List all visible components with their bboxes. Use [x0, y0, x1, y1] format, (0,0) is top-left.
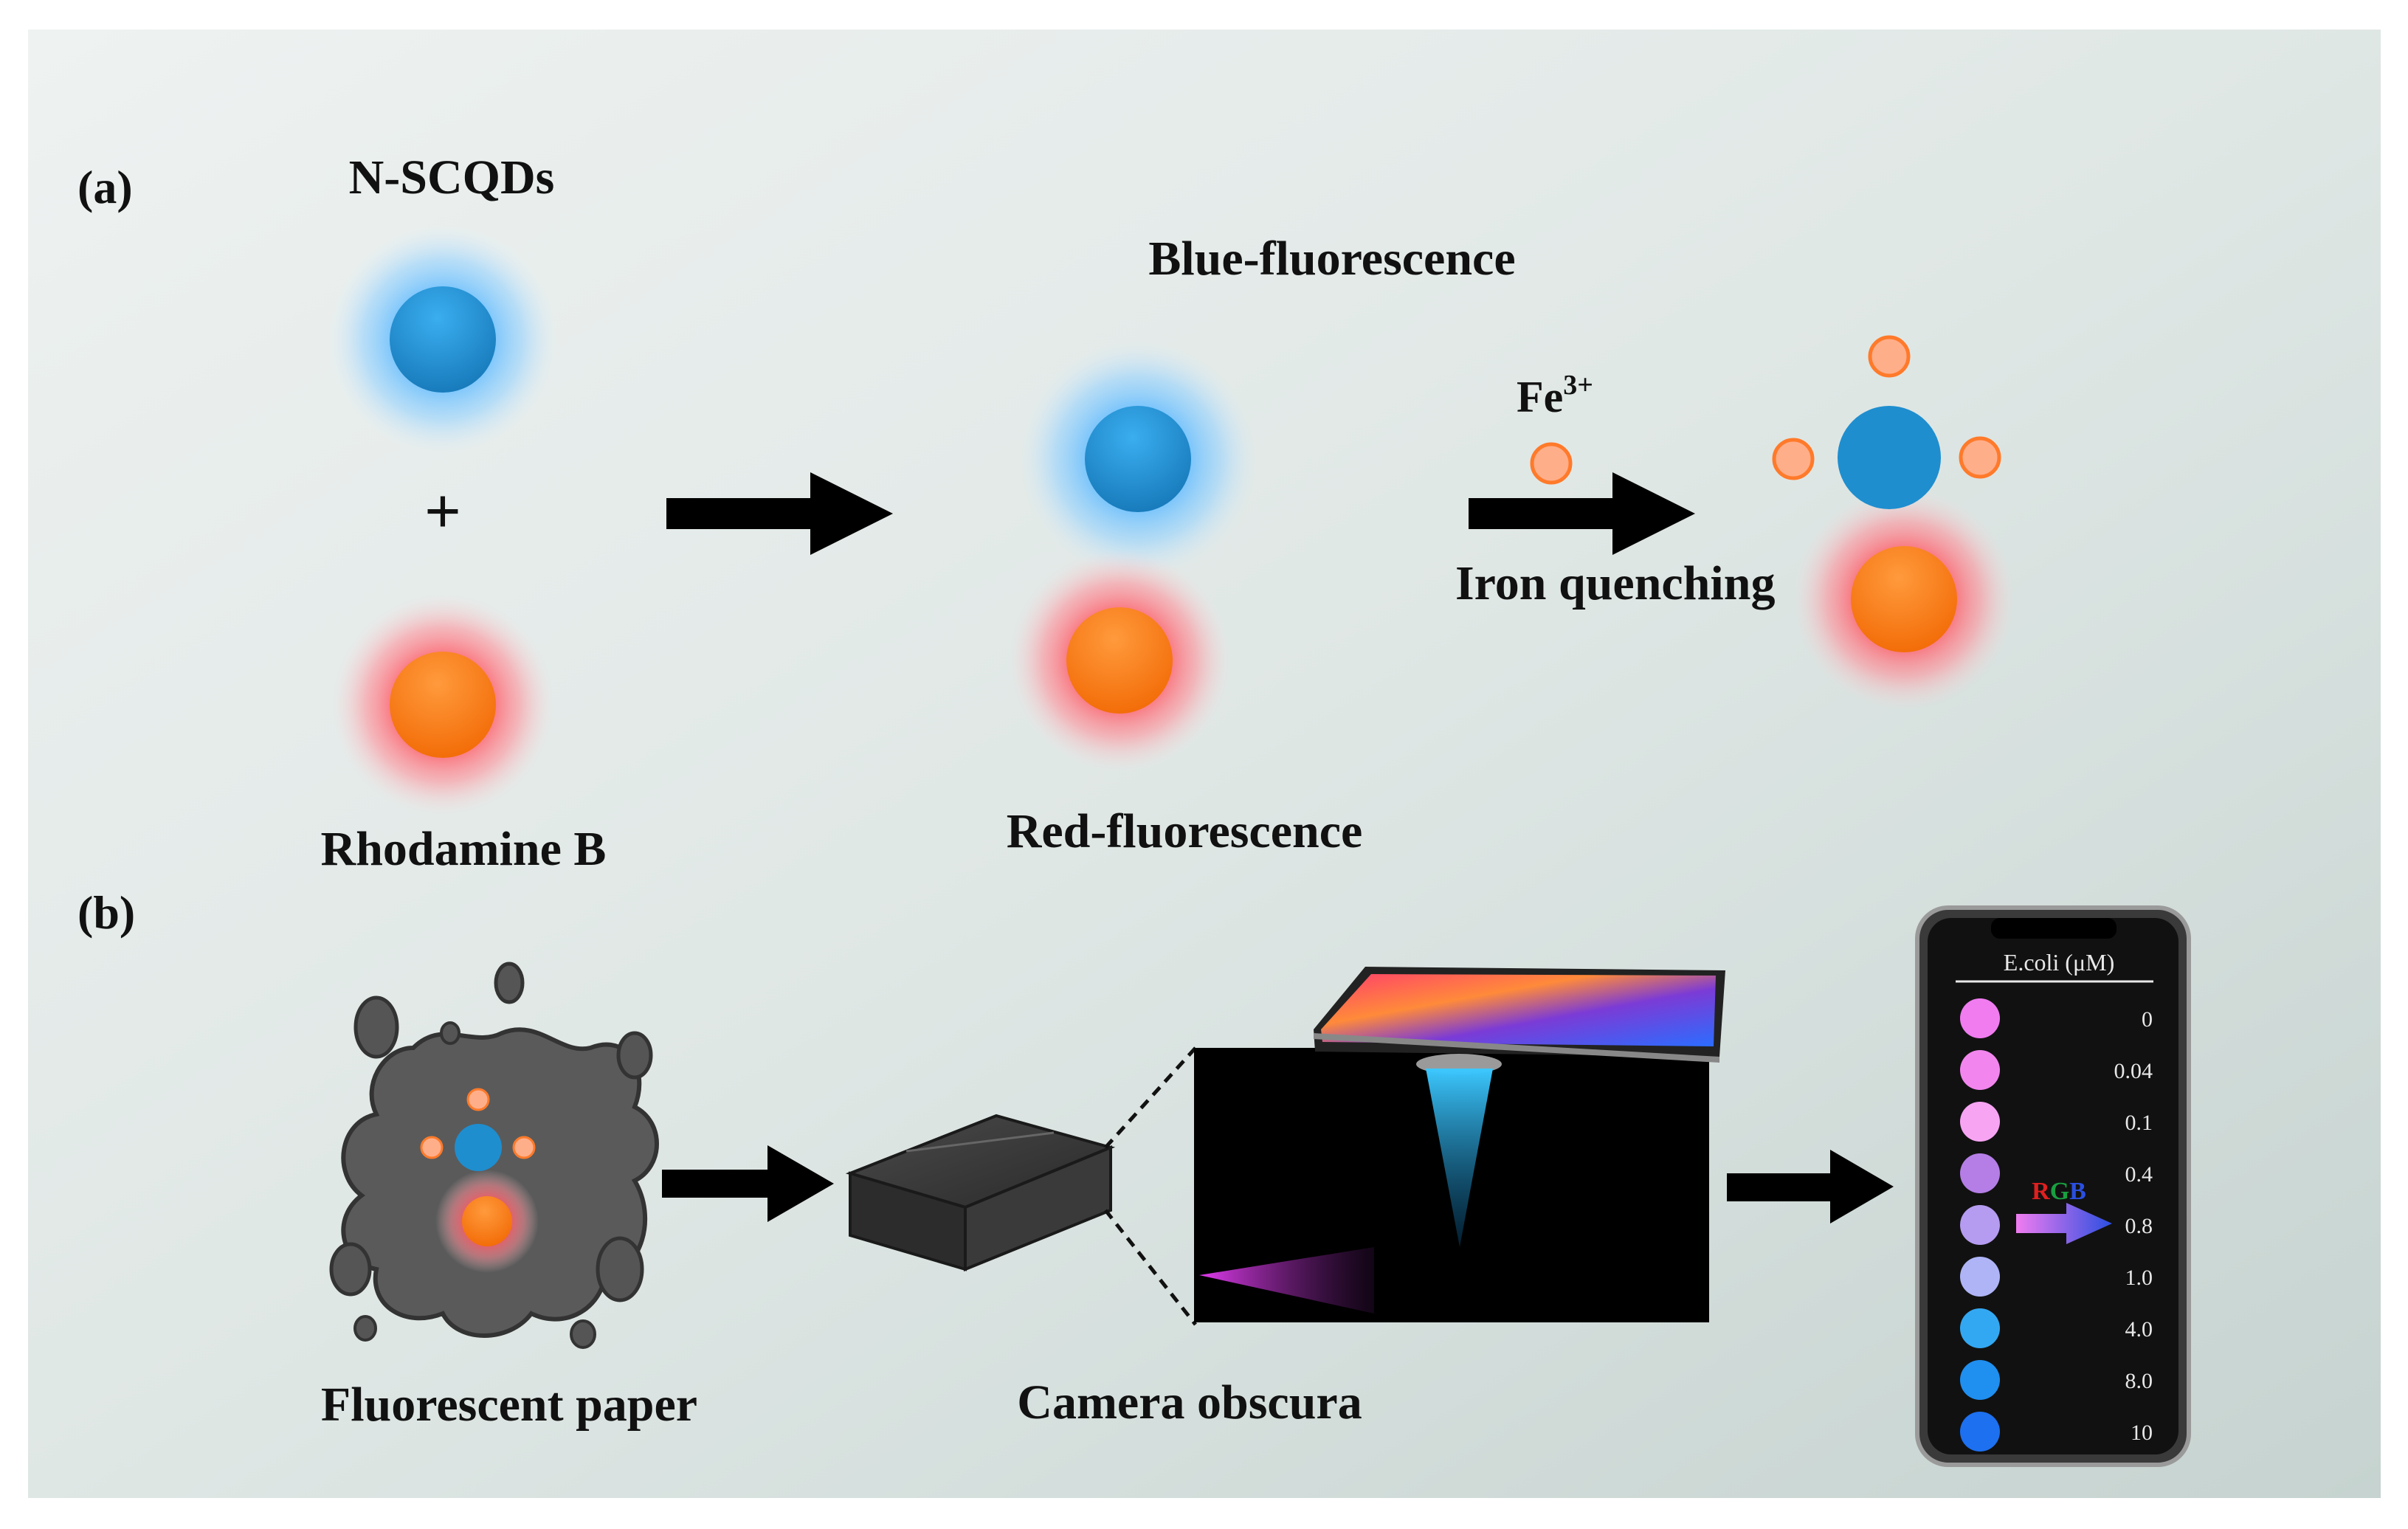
nscqds-label: N-SCQDs [349, 151, 555, 204]
concentration-value: 0 [2142, 1007, 2153, 1032]
concentration-value: 4.0 [2125, 1317, 2153, 1342]
concentration-value: 0.04 [2114, 1059, 2153, 1083]
concentration-value: 10 [2131, 1421, 2153, 1445]
panel-b-label: (b) [77, 886, 135, 939]
concentration-value: 0.1 [2125, 1111, 2153, 1135]
arrow-to-phone [1727, 1150, 1894, 1223]
quenched-orange-dot [1851, 546, 1957, 652]
paper-orange-dot [462, 1196, 512, 1246]
paper-blue-dot [455, 1124, 502, 1171]
concentration-dot [1960, 1257, 2000, 1297]
rgb-r: R [2032, 1178, 2050, 1205]
phone-concentration-list: 0 0.04 0.1 0.4 0.8 1.0 4.0 8.0 10 [1960, 998, 2153, 1452]
fe-ion-left [1772, 438, 1815, 480]
paper-fe-top [466, 1088, 490, 1111]
plus-sign: + [424, 476, 461, 548]
concentration-dot [1960, 1308, 2000, 1348]
panel-a-label: (a) [77, 161, 133, 213]
rgb-g: G [2050, 1178, 2069, 1205]
concentration-value: 0.8 [2125, 1214, 2153, 1238]
concentration-dot [1960, 1205, 2000, 1245]
concentration-dot [1960, 1360, 2000, 1400]
red-fluorescence-label: Red-fluorescence [1007, 804, 1363, 858]
smartphone-on-box [1314, 967, 1725, 1063]
zoom-line-bottom [1104, 1209, 1197, 1326]
concentration-value: 8.0 [2125, 1369, 2153, 1393]
fe-base: Fe [1517, 373, 1563, 421]
concentration-dot [1960, 1102, 2000, 1142]
paper-fe-left [420, 1136, 444, 1159]
zoom-line-top [1104, 1046, 1197, 1149]
mixed-orange-dot [1066, 607, 1173, 714]
rgb-b: B [2069, 1178, 2086, 1205]
fe-ion-right [1959, 436, 2001, 479]
camera-obscura-box [845, 1114, 1116, 1271]
fe-charge: 3+ [1563, 370, 1593, 401]
rhodamine-dot [390, 652, 496, 758]
rgb-label: RGB [2032, 1178, 2086, 1205]
fe-ion-top [1868, 335, 1911, 378]
concentration-value: 0.4 [2125, 1162, 2153, 1187]
mixed-blue-dot [1085, 406, 1191, 512]
fe-ion-dot [1530, 442, 1573, 485]
blue-light-beam [1426, 1069, 1493, 1247]
paper-fe-right [512, 1136, 536, 1159]
nscqd-dot [390, 286, 496, 393]
concentration-dot [1960, 1412, 2000, 1452]
concentration-dot [1960, 1050, 2000, 1090]
camera-obscura-label: Camera obscura [1017, 1376, 1362, 1429]
concentration-value: 1.0 [2125, 1266, 2153, 1290]
concentration-dot [1960, 998, 2000, 1038]
fe-ion-label: Fe3+ [1517, 370, 1593, 421]
blue-fluorescence-label: Blue-fluorescence [1148, 232, 1515, 286]
arrow-mix [666, 472, 893, 555]
concentration-dot [1960, 1153, 2000, 1193]
iron-quenching-label: Iron quenching [1455, 556, 1775, 610]
quenched-blue-dot [1838, 406, 1941, 509]
fluorescent-paper-label: Fluorescent paper [321, 1378, 697, 1432]
uv-light-beam [1199, 1247, 1374, 1314]
arrow-quench [1469, 472, 1695, 555]
phone-header: E.coli (μM) [2004, 949, 2114, 976]
rgb-arrow [2016, 1203, 2112, 1244]
rhodamine-label: Rhodamine B [321, 822, 607, 876]
arrow-to-box [662, 1145, 834, 1222]
